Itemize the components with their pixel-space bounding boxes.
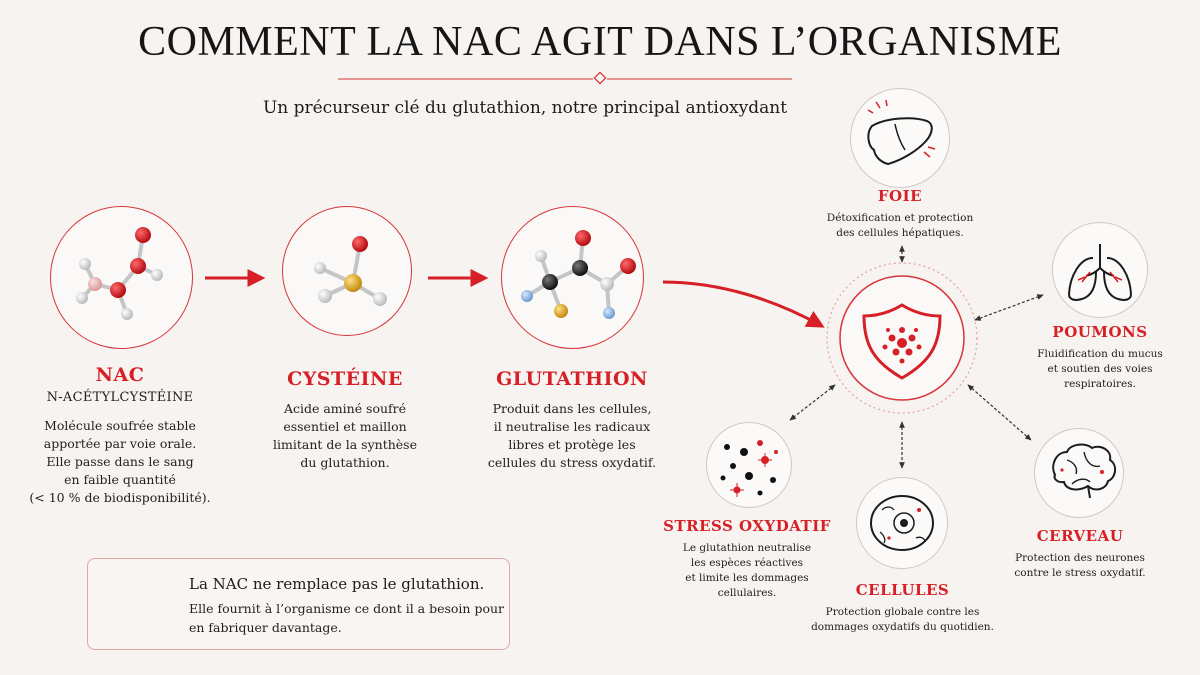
cell-icon (870, 495, 934, 551)
target-poumons: POUMONS Fluidification du mucus et souti… (1010, 323, 1190, 392)
glutathione-molecule-circle (501, 206, 644, 349)
target-cerveau-name: CERVEAU (1036, 527, 1124, 545)
link-shield-stress (789, 384, 836, 421)
cysteine-molecule-circle (282, 206, 412, 336)
liver-icon (867, 99, 936, 166)
step-glutathione: GLUTATHION Produit dans les cellules, il… (467, 368, 677, 472)
foie-icon-circle (850, 88, 950, 188)
brain-icon (1052, 443, 1116, 499)
note-box (87, 558, 510, 650)
note-headline: La NAC ne remplace pas le glutathion. (189, 575, 485, 593)
step-cysteine-description: Acide aminé soufré essentiel et maillon … (273, 401, 417, 470)
step-glutathione-description: Produit dans les cellules, il neutralise… (487, 401, 657, 470)
step-cysteine: CYSTÉINE Acide aminé soufré essentiel et… (245, 368, 445, 472)
lungs-icon (1067, 244, 1133, 301)
nac-molecule-icon (76, 227, 163, 320)
free-radicals-icon (720, 440, 778, 497)
target-cerveau-description: Protection des neurones contre le stress… (1014, 552, 1146, 579)
glutathione-molecule-icon (521, 230, 636, 319)
target-cellules-name: CELLULES (855, 581, 950, 599)
link-shield-cerveau (967, 384, 1032, 441)
target-cellules-description: Protection globale contre les dommages o… (811, 606, 994, 633)
arrow-glutathione-to-shield (662, 280, 825, 328)
target-foie-description: Détoxification et protection des cellule… (826, 212, 974, 239)
page-subtitle: Un précurseur clé du glutathion, notre p… (262, 98, 788, 118)
step-cysteine-name: CYSTÉINE (287, 368, 403, 390)
target-poumons-name: POUMONS (1052, 323, 1148, 341)
stress-icon-circle (706, 422, 792, 508)
poumons-icon-circle (1052, 222, 1148, 318)
page-title: COMMENT LA NAC AGIT DANS L’ORGANISME (138, 19, 1062, 65)
target-foie-name: FOIE (877, 187, 923, 205)
step-glutathione-name: GLUTATHION (496, 368, 648, 390)
nac-molecule-circle (50, 206, 193, 349)
shield-icon (862, 303, 942, 380)
target-stress-description: Le glutathion neutralise les espèces réa… (682, 542, 812, 599)
target-stress: STRESS OXYDATIF Le glutathion neutralise… (662, 517, 832, 601)
target-cerveau: CERVEAU Protection des neurones contre l… (995, 527, 1165, 581)
step-nac: NAC N-ACÉTYLCYSTÉINE Molécule soufrée st… (20, 364, 220, 507)
target-poumons-description: Fluidification du mucus et soutien des v… (1037, 348, 1163, 390)
target-foie: FOIE Détoxification et protection des ce… (800, 187, 1000, 241)
step-nac-subname: N-ACÉTYLCYSTÉINE (46, 390, 194, 405)
link-shield-poumons (974, 294, 1044, 321)
step-nac-name: NAC (95, 364, 145, 386)
step-nac-description: Molécule soufrée stable apportée par voi… (29, 418, 211, 505)
cysteine-molecule-icon (314, 236, 387, 306)
target-stress-name: STRESS OXYDATIF (663, 517, 831, 535)
note-body: Elle fournit à l’organisme ce dont il a … (189, 601, 505, 635)
cerveau-icon-circle (1034, 428, 1124, 518)
target-cellules: CELLULES Protection globale contre les d… (800, 581, 1005, 635)
